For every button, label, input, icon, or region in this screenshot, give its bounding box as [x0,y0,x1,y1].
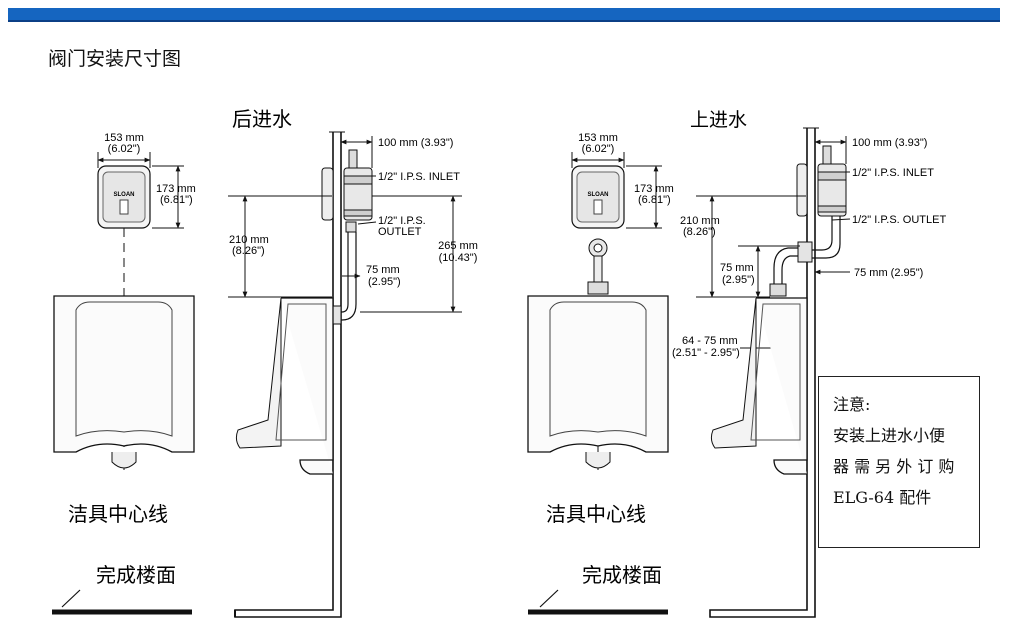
right-side-view [696,127,851,618]
right-dim-100: 100 mm (3.93") [852,137,927,149]
right-width-mm: 153 mm [578,132,618,144]
left-height-in: (6.81") [160,194,193,206]
left-dim-210-in: (8.26") [232,245,265,257]
left-brand-logo: SLOAN [114,192,135,198]
right-front-view [527,152,669,470]
top-banner [8,8,1000,22]
right-dim-210-mm: 210 mm [680,215,720,227]
left-front-view [53,152,195,470]
left-centerline-label: 洁具中心线 [68,502,168,526]
right-height-in: (6.81") [638,194,671,206]
right-dim-75-side: 75 mm (2.95") [854,267,923,279]
left-heading: 后进水 [232,107,292,131]
right-floor-label: 完成楼面 [582,563,662,587]
left-floor [52,589,192,615]
note-title: 注意: [833,395,871,414]
right-dim-75-mm: 75 mm [720,262,754,274]
right-heading: 上进水 [690,109,747,131]
note-line-3: ELG-64 配件 [833,488,932,507]
right-dim-6475-in: (2.51" - 2.95") [672,347,740,359]
note-box: 注意: 安装上进水小便 器 需 另 外 订 购 ELG-64 配件 [818,376,980,548]
right-outlet-label: 1/2" I.P.S. OUTLET [852,214,946,226]
left-width-mm: 153 mm [104,132,144,144]
right-brand-logo: SLOAN [588,192,609,198]
right-floor [528,589,668,615]
right-dim-210-in: (8.26") [683,226,716,238]
left-outlet-label-1: 1/2" I.P.S. [378,215,426,227]
left-dim-265-mm: 265 mm [438,240,478,252]
left-side-view [228,131,462,618]
right-dim-6475-mm: 64 - 75 mm [682,335,738,347]
left-dim-210-mm: 210 mm [229,234,269,246]
left-width-in: (6.02") [108,143,141,155]
left-inlet-label: 1/2" I.P.S. INLET [378,171,460,183]
right-height-mm: 173 mm [634,183,674,195]
left-dim-75-mm: 75 mm [366,264,400,276]
right-inlet-label: 1/2" I.P.S. INLET [852,167,934,179]
left-dim-75-in: (2.95") [368,276,401,288]
left-dim-265-in: (10.43") [439,252,478,264]
left-dim-100: 100 mm (3.93") [378,137,453,149]
right-centerline-label: 洁具中心线 [546,502,646,526]
page-title: 阀门安装尺寸图 [48,48,182,70]
left-floor-label: 完成楼面 [96,563,176,587]
note-line-1: 安装上进水小便 [833,426,946,445]
right-dim-75-in: (2.95") [722,274,755,286]
note-line-2: 器 需 另 外 订 购 [833,457,955,476]
left-height-mm: 173 mm [156,183,196,195]
right-width-in: (6.02") [582,143,615,155]
left-outlet-label-2: OUTLET [378,226,422,238]
